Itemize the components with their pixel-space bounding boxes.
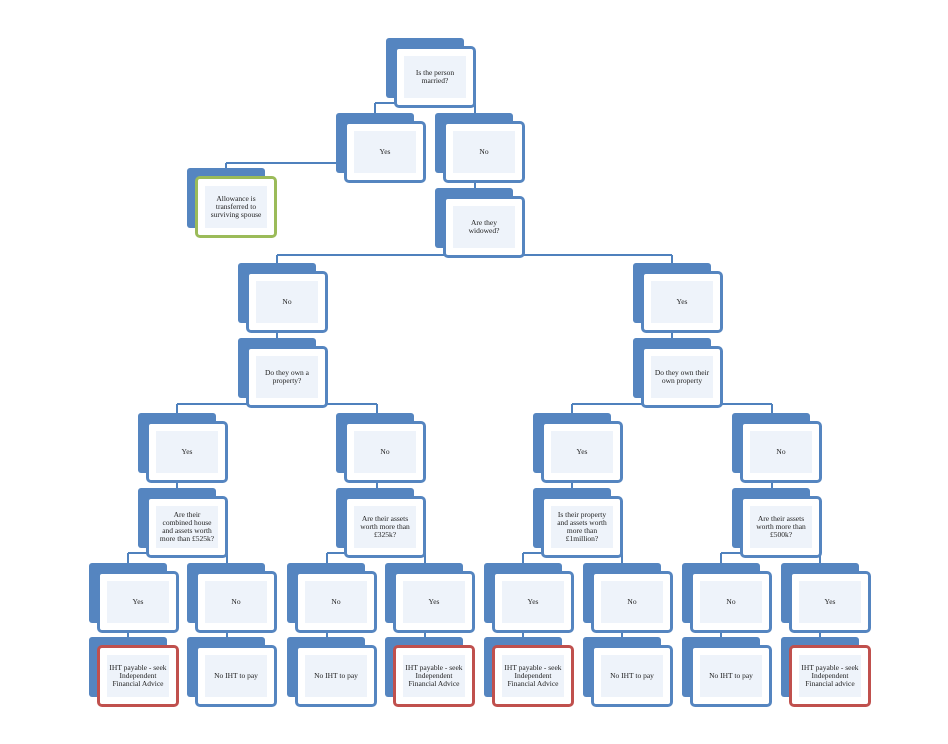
node-label: Allowance is transferred to surviving sp… xyxy=(210,193,262,220)
node-a-yes: Yes xyxy=(138,413,228,483)
node-label: Do they own their own property xyxy=(654,367,710,385)
node-result-no-iht-1: No IHT to pay xyxy=(187,637,277,707)
node-answer-2: No xyxy=(187,563,277,633)
node-label: Yes xyxy=(576,446,588,456)
node-label: IHT payable - seek Independent Financial… xyxy=(109,662,167,689)
node-label: IHT payable - seek Independent Financial… xyxy=(801,662,859,689)
node-widowed-no: No xyxy=(238,263,328,333)
node-label: Do they own a property? xyxy=(265,367,309,385)
node-answer-1: Yes xyxy=(89,563,179,633)
node-label: No IHT to pay xyxy=(709,670,753,680)
node-b-no: No xyxy=(732,413,822,483)
node-married-no: No xyxy=(435,113,525,183)
node-label: Yes xyxy=(527,596,539,606)
node-widowed-yes: Yes xyxy=(633,263,723,333)
node-label: No xyxy=(627,596,637,606)
node-label: Yes xyxy=(132,596,144,606)
node-own-property-a: Do they own a property? xyxy=(238,338,328,408)
node-label: No xyxy=(380,446,390,456)
node-question-325k: Are their assets worth more than £325k? xyxy=(336,488,426,558)
node-question-500k: Are their assets worth more than £500k? xyxy=(732,488,822,558)
node-b-yes: Yes xyxy=(533,413,623,483)
node-label: No xyxy=(282,296,292,306)
node-label: Yes xyxy=(428,596,440,606)
node-answer-6: No xyxy=(583,563,673,633)
node-label: No xyxy=(231,596,241,606)
node-question-525k: Are their combined house and assets wort… xyxy=(138,488,228,558)
node-result-iht-payable-1: IHT payable - seek Independent Financial… xyxy=(89,637,179,707)
node-label: Are their combined house and assets wort… xyxy=(159,509,215,544)
node-is-married: Is the person married? xyxy=(386,38,476,108)
node-a-no: No xyxy=(336,413,426,483)
node-label: No IHT to pay xyxy=(314,670,358,680)
node-label: No IHT to pay xyxy=(214,670,258,680)
node-label: IHT payable - seek Independent Financial… xyxy=(504,662,562,689)
node-result-no-iht-2: No IHT to pay xyxy=(287,637,377,707)
node-result-iht-payable-3: IHT payable - seek Independent Financial… xyxy=(484,637,574,707)
node-answer-3: No xyxy=(287,563,377,633)
node-label: No xyxy=(331,596,341,606)
node-label: Yes xyxy=(676,296,688,306)
node-label: Is their property and assets worth more … xyxy=(557,509,607,544)
node-result-iht-payable-4: IHT payable - seek Independent Financial… xyxy=(781,637,871,707)
node-label: No xyxy=(726,596,736,606)
node-question-1million: Is their property and assets worth more … xyxy=(533,488,623,558)
node-answer-8: Yes xyxy=(781,563,871,633)
node-own-property-b: Do they own their own property xyxy=(633,338,723,408)
node-allowance-transferred: Allowance is transferred to surviving sp… xyxy=(187,168,277,238)
node-label: Are their assets worth more than £500k? xyxy=(756,513,806,540)
node-result-no-iht-4: No IHT to pay xyxy=(682,637,772,707)
node-label: Are their assets worth more than £325k? xyxy=(360,513,410,540)
node-label: Yes xyxy=(181,446,193,456)
node-label: Is the person married? xyxy=(415,67,455,85)
node-label: No IHT to pay xyxy=(610,670,654,680)
node-answer-5: Yes xyxy=(484,563,574,633)
node-married-yes: Yes xyxy=(336,113,426,183)
node-label: No xyxy=(776,446,786,456)
node-is-widowed: Are they widowed? xyxy=(435,188,525,258)
node-answer-4: Yes xyxy=(385,563,475,633)
node-label: Yes xyxy=(824,596,836,606)
node-result-no-iht-3: No IHT to pay xyxy=(583,637,673,707)
node-label: Yes xyxy=(379,146,391,156)
node-label: IHT payable - seek Independent Financial… xyxy=(405,662,463,689)
node-answer-7: No xyxy=(682,563,772,633)
node-label: Are they widowed? xyxy=(468,217,500,235)
node-result-iht-payable-2: IHT payable - seek Independent Financial… xyxy=(385,637,475,707)
node-label: No xyxy=(479,146,489,156)
